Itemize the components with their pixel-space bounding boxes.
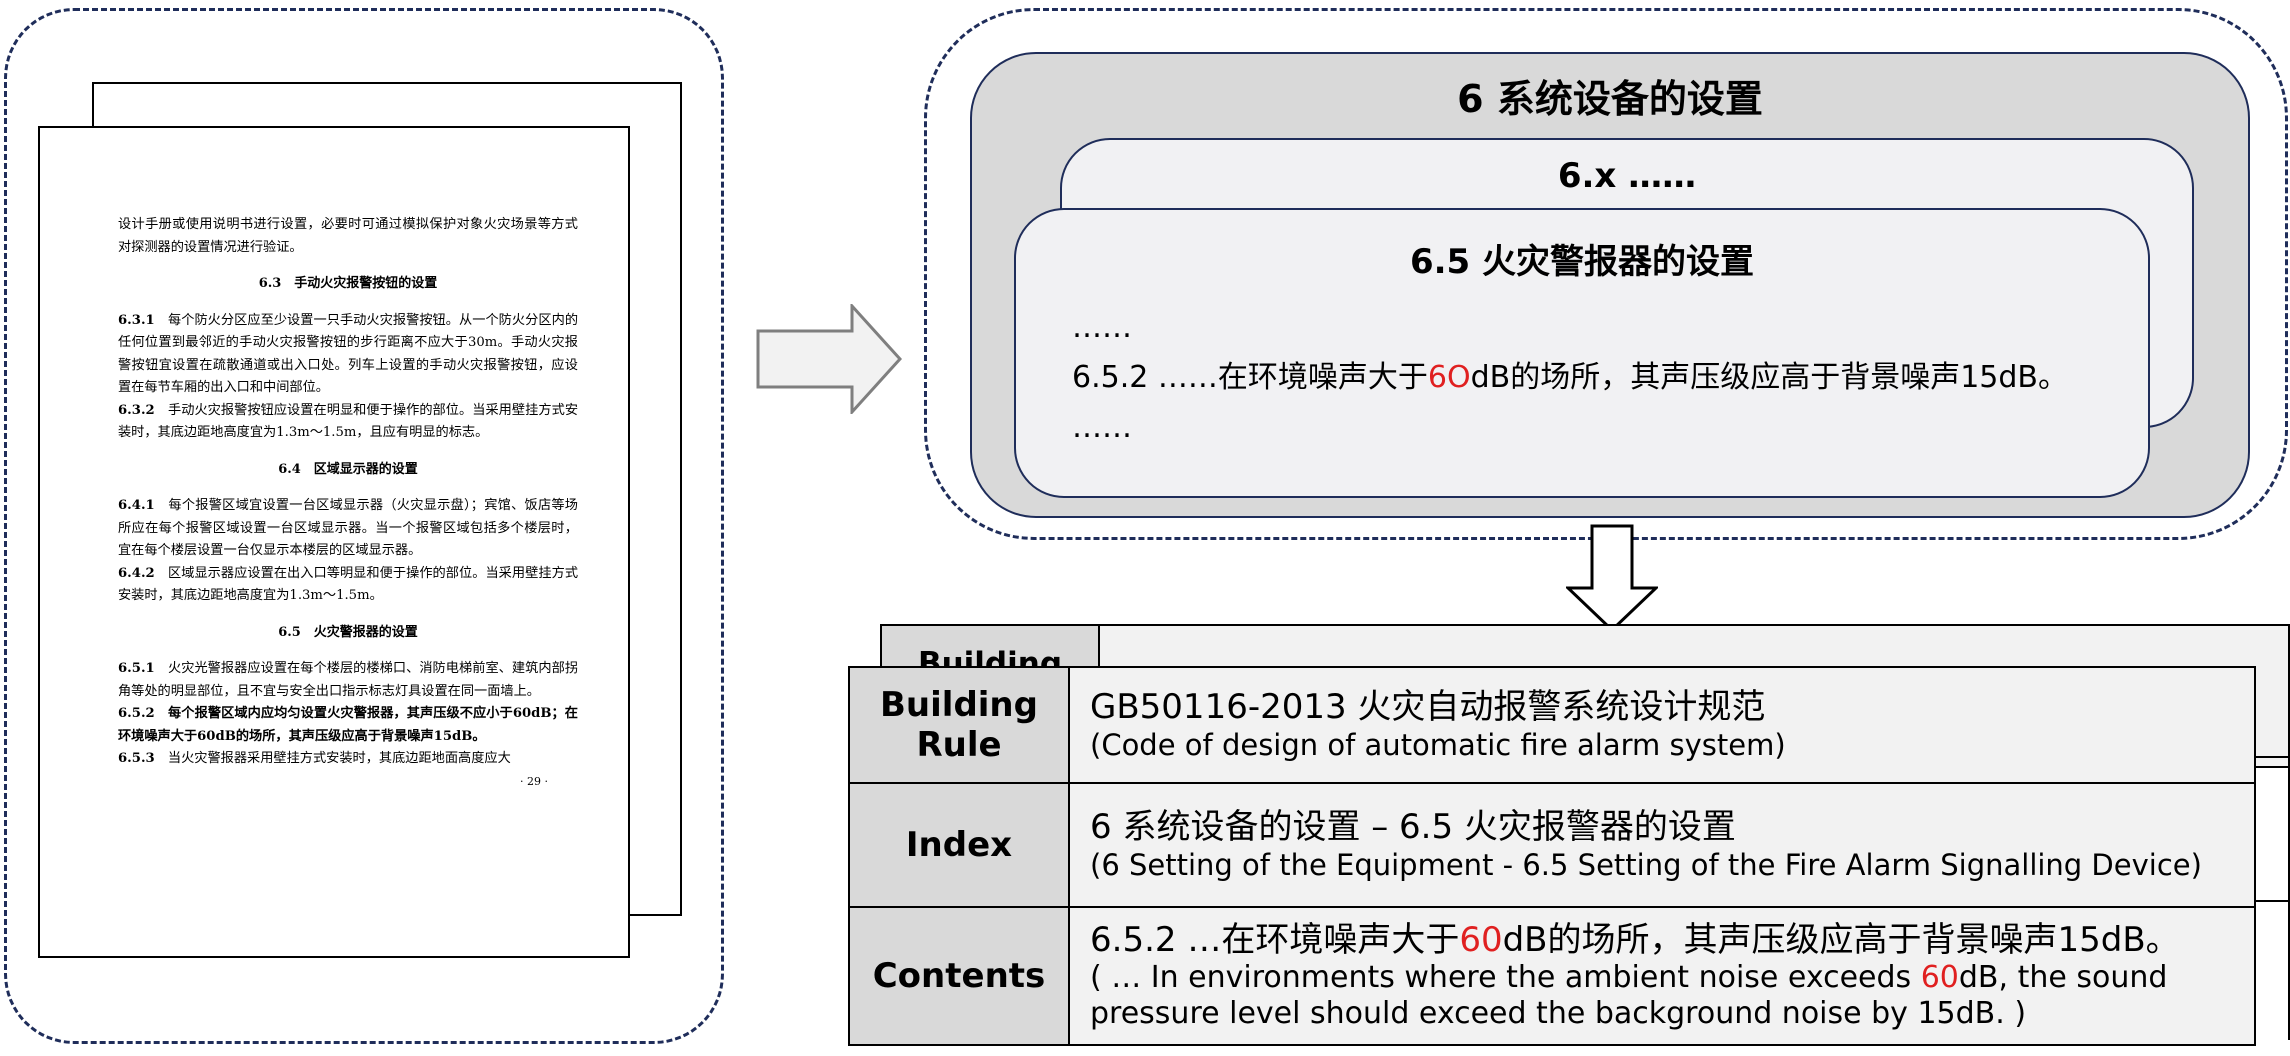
rule-name-cn: GB50116-2013 火灾自动报警系统设计规范 xyxy=(1090,687,1766,727)
contents-cn: 6.5.2 …在环境噪声大于60dB的场所，其声压级应高于背景噪声15dB。 xyxy=(1090,920,2180,960)
rule-name-en: (Code of design of automatic fire alarm … xyxy=(1090,728,1786,762)
clause-text: 当火灾警报器采用壁挂方式安装时，其底边距地面高度应大 xyxy=(167,751,511,766)
doc-clause-6-4-1: 6.4.1 每个报警区域宜设置一台区域显示器（火灾显示盘）；宾馆、饭店等场所应在… xyxy=(118,495,578,563)
doc-clause-6-4-2: 6.4.2 区域显示器应设置在出入口等明显和便于操作的部位。当采用壁挂方式安装时… xyxy=(118,563,578,608)
ellipsis-top: …… xyxy=(1072,310,1132,345)
page-number: · 29 · xyxy=(520,774,548,788)
table-row-building-rule: Building Rule GB50116-2013 火灾自动报警系统设计规范 … xyxy=(848,666,2256,784)
clause-text: 区域显示器应设置在出入口等明显和便于操作的部位。当采用壁挂方式安装时，其底边距地… xyxy=(118,565,579,604)
cell-building-rule: GB50116-2013 火灾自动报警系统设计规范 (Code of desig… xyxy=(1068,666,2256,784)
header-contents: Contents xyxy=(848,906,1070,1046)
right-arrow-icon xyxy=(756,304,902,414)
clause-number: 6.5.1 xyxy=(118,661,155,676)
rule-info-table: Building Rule GB50116-2013 火灾自动报警系统设计规范 … xyxy=(848,666,2256,1046)
doc-clause-6-3-1: 6.3.1 每个防火分区应至少设置一只手动火灾报警按钮。从一个防火分区内的任何位… xyxy=(118,310,578,400)
source-document-panel xyxy=(4,8,724,1044)
stack-edge xyxy=(2288,756,2290,902)
table-row-index: Index 6 系统设备的设置 – 6.5 火灾报警器的设置 (6 Settin… xyxy=(848,782,2256,908)
doc-clause-6-5-1: 6.5.1 火灾光警报器应设置在每个楼层的楼梯口、消防电梯前室、建筑内部拐角等处… xyxy=(118,658,578,703)
doc-clause-6-3-2: 6.3.2 手动火灾报警按钮应设置在明显和便于操作的部位。当采用壁挂方式安装时，… xyxy=(118,400,578,445)
section-card-6-5: 6.5 火灾警报器的设置 …… 6.5.2 ……在环境噪声大于6OdB的场所，其… xyxy=(1014,208,2150,498)
header-building-rule: Building Rule xyxy=(848,666,1070,784)
stack-edge xyxy=(2255,756,2290,758)
contents-en: ( … In environments where the ambient no… xyxy=(1090,960,2168,1031)
clause-6-5-2-text: 6.5.2 ……在环境噪声大于6OdB的场所，其声压级应高于背景噪声15dB。 xyxy=(1072,360,2068,395)
section-title-6-5: 6.5 火灾警报器的设置 xyxy=(1409,242,1755,282)
stack-edge xyxy=(2288,900,2290,1040)
stack-edge xyxy=(2255,900,2290,902)
doc-section-heading-6-3: 6.3 手动火灾报警按钮的设置 xyxy=(258,276,438,291)
clause-text: 手动火灾报警按钮应设置在明显和便于操作的部位。当采用壁挂方式安装时，其底边距地高… xyxy=(118,402,579,441)
clause-number: 6.3.2 xyxy=(118,402,155,418)
clause-number: 6.4.1 xyxy=(118,498,155,513)
document-page-front: 设计手册或使用说明书进行设置，必要时可通过模拟保护对象火灾场景等方式对探测器的设… xyxy=(38,126,630,958)
cell-index: 6 系统设备的设置 – 6.5 火灾报警器的设置 (6 Setting of t… xyxy=(1068,782,2256,908)
table-row-contents: Contents 6.5.2 …在环境噪声大于60dB的场所，其声压级应高于背景… xyxy=(848,906,2256,1046)
doc-section-heading-6-5: 6.5 火灾警报器的设置 xyxy=(278,624,418,640)
highlight-value: 60 xyxy=(1920,960,1959,995)
header-index: Index xyxy=(848,782,1070,908)
doc-clause-6-5-2: 6.5.2 每个报警区域内应均匀设置火灾警报器，其声压级不应小于60dB；在环境… xyxy=(118,706,578,744)
index-en: (6 Setting of the Equipment - 6.5 Settin… xyxy=(1090,848,2202,882)
index-cn: 6 系统设备的设置 – 6.5 火灾报警器的设置 xyxy=(1090,807,1736,847)
clause-number: 6.3.1 xyxy=(118,312,155,328)
clause-text: 每个防火分区应至少设置一只手动火灾报警按钮。从一个防火分区内的任何位置到最邻近的… xyxy=(118,312,579,396)
clause-number: 6.4.2 xyxy=(118,565,155,581)
section-title-generic: 6.x …… xyxy=(1557,156,1697,196)
cell-contents: 6.5.2 …在环境噪声大于60dB的场所，其声压级应高于背景噪声15dB。 (… xyxy=(1068,906,2256,1046)
doc-paragraph: 设计手册或使用说明书进行设置，必要时可通过模拟保护对象火灾场景等方式对探测器的设… xyxy=(118,217,578,255)
clause-text: 每个报警区域宜设置一台区域显示器（火灾显示盘）；宾馆、饭店等场所应在每个报警区域… xyxy=(118,498,578,558)
highlight-value: 60 xyxy=(1459,920,1503,960)
doc-section-heading-6-4: 6.4 区域显示器的设置 xyxy=(278,461,418,477)
ellipsis-bottom: …… xyxy=(1072,410,1132,445)
clause-number: 6.5.3 xyxy=(118,751,155,766)
doc-clause-6-5-3: 6.5.3 当火灾警报器采用壁挂方式安装时，其底边距地面高度应大 xyxy=(118,748,578,771)
chapter-title: 6 系统设备的设置 xyxy=(1457,77,1763,121)
highlight-value: 6O xyxy=(1427,360,1471,395)
clause-text: 火灾光警报器应设置在每个楼层的楼梯口、消防电梯前室、建筑内部拐角等处的明显部位，… xyxy=(118,661,579,699)
down-arrow-icon xyxy=(1566,524,1658,632)
